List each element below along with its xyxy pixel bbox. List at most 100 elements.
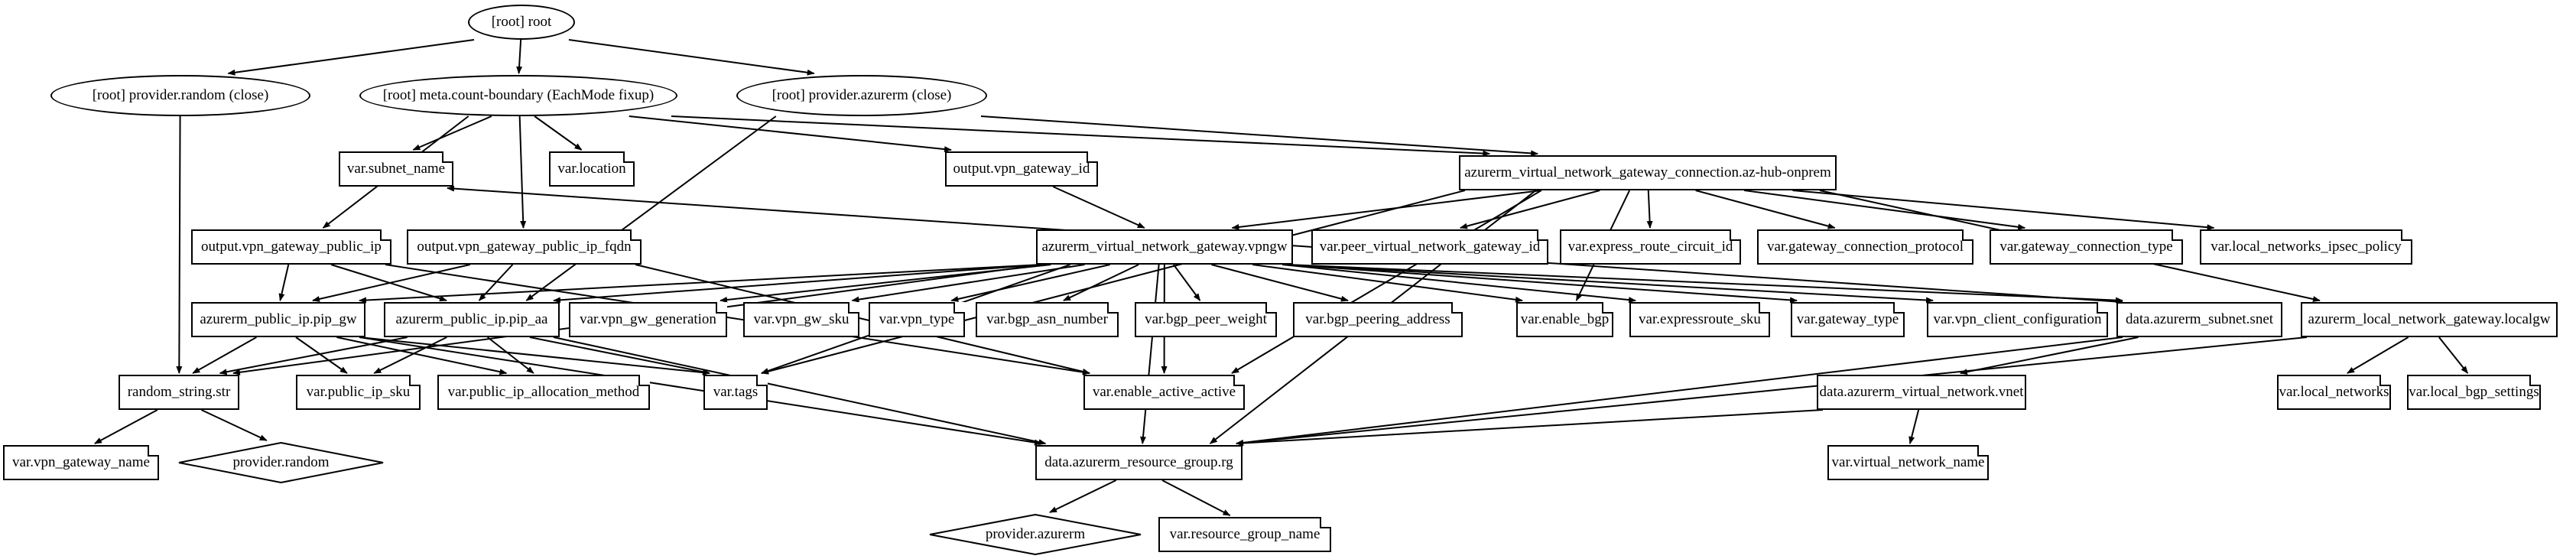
- node-subnet_name: var.subnet_name: [339, 151, 453, 187]
- node-vpn_client: var.vpn_client_configuration: [1927, 302, 2108, 337]
- node-label: var.local_networks: [2279, 383, 2389, 400]
- note-fold-corner: [756, 375, 768, 386]
- edge-vpngw-to-pip_aa: [553, 264, 1043, 304]
- node-mcb: [root] meta.count-boundary (EachMode fix…: [359, 75, 677, 116]
- node-vpngw: azurerm_virtual_network_gateway.vpngw: [1036, 229, 1293, 265]
- node-out_fqdn: output.vpn_gateway_public_ip_fqdn: [407, 229, 642, 265]
- node-label: var.gateway_connection_type: [1999, 238, 2173, 255]
- note-fold-corner: [1107, 302, 1119, 314]
- node-label: var.expressroute_sku: [1639, 310, 1761, 327]
- edge-pip_gw-to-str: [192, 336, 257, 374]
- edge-str-to-vpn_gw_name: [94, 409, 158, 444]
- node-label: provider.random: [232, 453, 330, 470]
- edge-snet-to-rg: [1236, 336, 2123, 446]
- note-fold-corner: [148, 445, 159, 457]
- note-fold-corner: [1730, 229, 1741, 241]
- node-label: var.public_ip_sku: [306, 383, 411, 400]
- node-label: output.vpn_gateway_id: [953, 160, 1090, 177]
- note-fold-corner: [1087, 151, 1098, 163]
- note-fold-corner: [1265, 302, 1277, 314]
- edge-mcb-to-conn: [671, 115, 1491, 157]
- node-weight: var.bgp_peer_weight: [1135, 302, 1277, 337]
- node-conn: azurerm_virtual_network_gateway_connecti…: [1459, 155, 1837, 190]
- diamond-shape: [929, 514, 1142, 555]
- edge-vpngw-to-snet: [1286, 264, 2123, 304]
- edge-conn-to-ipsec: [1792, 190, 2215, 231]
- edge-out_id-to-vpngw: [1052, 186, 1145, 229]
- node-label: var.location: [557, 160, 626, 177]
- note-fold-corner: [623, 151, 635, 163]
- edge-pip_gw-to-alloc: [336, 336, 508, 375]
- edge-root-to-prc: [227, 39, 475, 76]
- node-gw_type: var.gateway_type: [1791, 302, 1905, 337]
- note-fold-corner: [1320, 517, 1331, 528]
- node-gw_sku: var.vpn_gw_sku: [743, 302, 859, 337]
- edge-vpngw-to-vpn_type: [950, 264, 1110, 302]
- node-gct: var.gateway_connection_type: [1990, 229, 2183, 265]
- node-label: random_string.str: [127, 383, 231, 400]
- note-fold-corner: [442, 151, 453, 163]
- node-label: var.public_ip_allocation_method: [447, 383, 640, 400]
- edge-vpngw-to-asn: [1063, 264, 1139, 301]
- node-label: data.azurerm_virtual_network.vnet: [1819, 383, 2024, 400]
- node-label: var.local_bgp_settings: [2409, 383, 2539, 400]
- edge-rg-to-prov_azurerm: [1049, 479, 1117, 513]
- edge-vpngw-to-rg: [1140, 264, 1160, 444]
- edge-vpngw-to-peering: [1211, 264, 1349, 302]
- edge-group: [94, 39, 2469, 516]
- edge-conn-to-gct: [1744, 190, 2026, 230]
- edge-pip_gw-to-rg: [359, 336, 1042, 446]
- node-vnet_name: var.virtual_network_name: [1827, 445, 1989, 480]
- node-label: output.vpn_gateway_public_ip: [201, 238, 382, 255]
- node-label: var.peer_virtual_network_gateway_id: [1319, 238, 1541, 255]
- edge-mcb-to-out_fqdn: [518, 115, 527, 229]
- note-fold-corner: [2379, 375, 2391, 386]
- note-fold-corner: [638, 375, 650, 386]
- edge-mcb-to-location: [534, 115, 583, 151]
- node-str: random_string.str: [119, 375, 239, 410]
- edge-conn-to-gcp: [1695, 190, 1836, 229]
- note-fold-corner: [1962, 229, 1973, 241]
- node-local_bgp: var.local_bgp_settings: [2407, 375, 2541, 410]
- edge-pac-to-pip_aa: [525, 115, 777, 301]
- edge-pip_aa-to-rg: [553, 336, 1047, 446]
- node-vpn_type: var.vpn_type: [869, 302, 965, 337]
- node-label: azurerm_public_ip.pip_gw: [200, 310, 357, 327]
- node-label: var.resource_group_name: [1169, 525, 1320, 542]
- note-fold-corner: [2172, 229, 2183, 241]
- note-fold-corner: [2401, 229, 2412, 241]
- edge-mcb-to-out_id: [629, 115, 952, 153]
- node-localgw: azurerm_local_network_gateway.localgw: [2301, 302, 2558, 337]
- edge-vpngw-to-gw_type: [1286, 264, 1798, 304]
- node-label: var.bgp_peer_weight: [1145, 310, 1267, 327]
- edge-localgw-to-rg: [1236, 336, 2308, 447]
- edge-vpngw-to-vpn_client: [1286, 264, 1934, 304]
- edge-vnet-to-rg: [1236, 409, 1824, 447]
- node-label: var.vpn_gateway_name: [12, 453, 150, 470]
- node-label: var.vpn_client_configuration: [1933, 310, 2102, 327]
- edge-prc-to-str: [176, 115, 183, 374]
- node-vnet: data.azurerm_virtual_network.vnet: [1817, 375, 2026, 410]
- node-peering: var.bgp_peering_address: [1293, 302, 1463, 337]
- note-fold-corner: [2097, 302, 2108, 314]
- edge-pip_aa-to-alloc: [487, 336, 534, 374]
- node-ip_sku: var.public_ip_sku: [296, 375, 421, 410]
- node-label: var.vpn_type: [879, 310, 955, 327]
- node-label: var.bgp_asn_number: [986, 310, 1108, 327]
- node-local_nets: var.local_networks: [2277, 375, 2391, 410]
- node-label: var.gateway_connection_protocol: [1767, 238, 1964, 255]
- node-label: azurerm_virtual_network_gateway.vpngw: [1041, 238, 1288, 255]
- node-label: var.express_route_circuit_id: [1567, 238, 1733, 255]
- node-label: var.local_networks_ipsec_policy: [2211, 238, 2402, 255]
- note-fold-corner: [716, 302, 727, 314]
- node-enable_aa: var.enable_active_active: [1083, 375, 1245, 410]
- edge-pac-to-conn: [980, 115, 1539, 157]
- note-fold-corner: [380, 229, 391, 241]
- edge-pip_aa-to-str: [219, 336, 408, 375]
- edge-str-to-prov_random: [200, 409, 268, 441]
- edge-snet-to-vnet: [1959, 336, 2139, 375]
- node-enable_bgp: var.enable_bgp: [1516, 302, 1613, 337]
- node-label: azurerm_public_ip.pip_aa: [395, 310, 548, 327]
- node-snet: data.azurerm_subnet.snet: [2116, 302, 2282, 337]
